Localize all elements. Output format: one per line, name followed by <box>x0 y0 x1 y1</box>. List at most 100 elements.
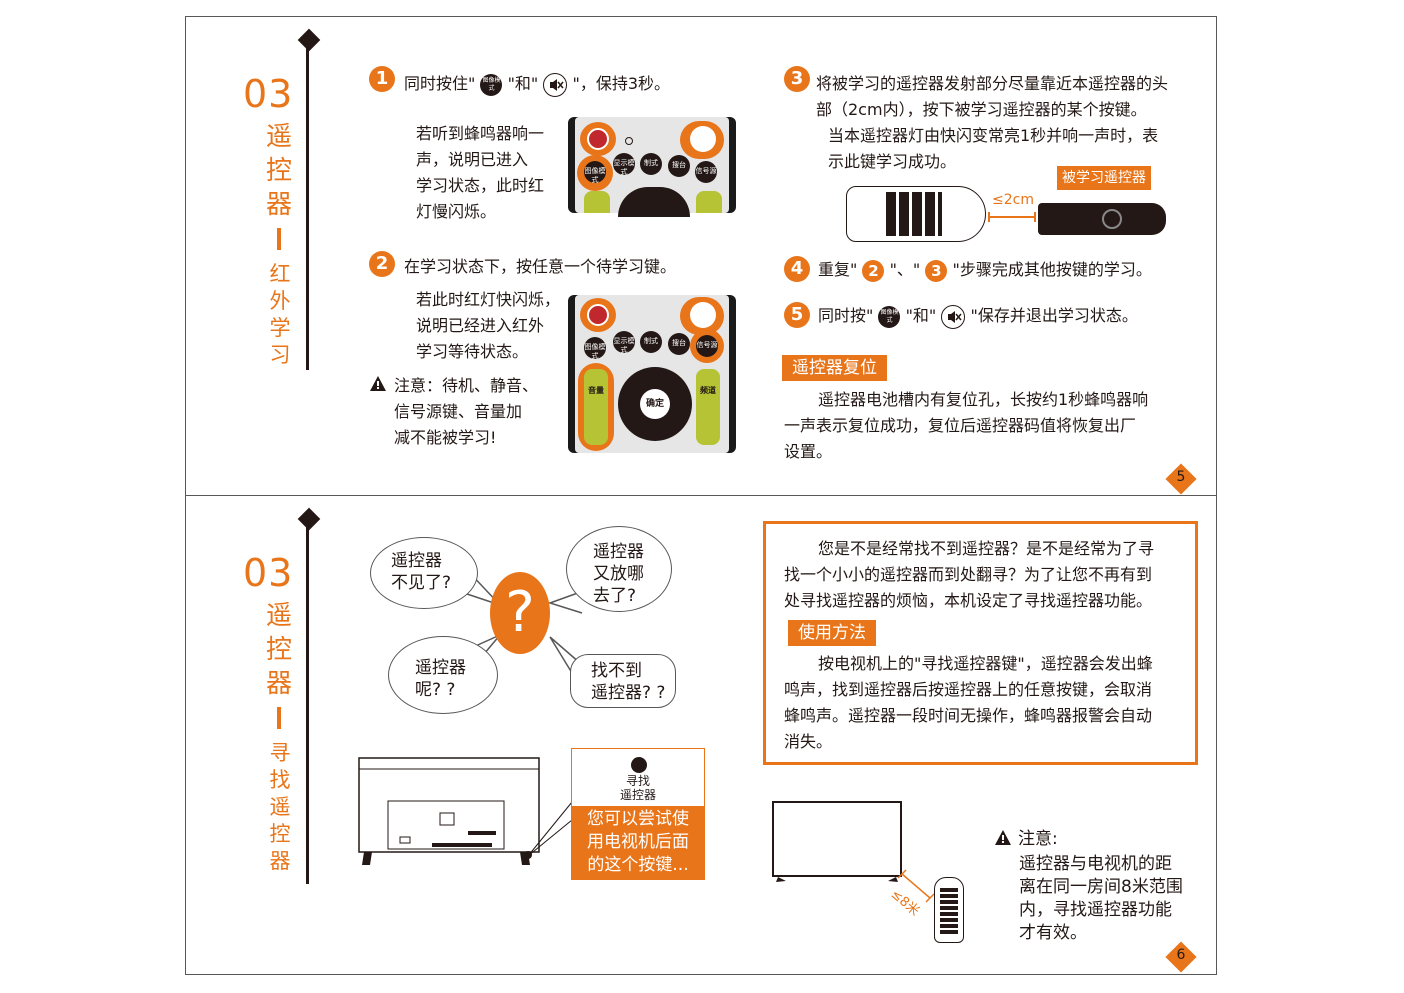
usage-text: 按电视机上的"寻找遥控器键"，遥控器会发出蜂 鸣声，找到遥控器后按遥控器上的任意… <box>784 651 1184 755</box>
source-button: 信号源 <box>695 161 717 183</box>
warning-icon <box>370 376 386 395</box>
section-divider-line <box>306 519 309 884</box>
step-5-text-c: "保存并退出学习状态。 <box>970 306 1138 325</box>
station-button: 搜台 <box>668 155 690 177</box>
step-1-desc-line: 灯慢闪烁。 <box>416 202 497 221</box>
note-2-label: 注意: <box>1018 829 1058 849</box>
speech-bubble: 遥控器 呢? ? <box>388 636 498 714</box>
step-2-badge: 2 <box>369 251 395 277</box>
intro-line: 找一个小小的遥控器而到处翻寻？为了让您不再有到 <box>784 565 1153 584</box>
vol-label: 音量 <box>588 386 604 395</box>
step-1-desc-line: 声，说明已进入 <box>416 150 529 169</box>
note-label: 注意：待机、静音、 <box>394 376 539 395</box>
note-1: 注意：待机、静音、 信号源键、音量加 减不能被学习! <box>394 373 564 451</box>
step-1-text-a: 同时按住" <box>404 74 476 93</box>
step-1-text-c: "，保持3秒。 <box>572 74 671 93</box>
section-subtitle-char: 学 <box>269 316 291 340</box>
learning-remote-keys <box>886 192 942 236</box>
section-subtitle-char: 寻 <box>269 741 291 765</box>
ch-rocker <box>696 369 720 445</box>
callout-text: 您可以尝试使 用电视机后面 的这个按键... <box>572 806 704 879</box>
step-2-desc: 若此时红灯快闪烁， 说明已经进入红外 学习等待状态。 <box>416 287 566 365</box>
picture-mode-icon: 图像模式 <box>878 305 901 328</box>
note-line: 信号源键、音量加 <box>394 402 523 421</box>
vol-up-button <box>584 191 610 213</box>
section-subtitle-char: 控 <box>269 822 291 846</box>
step-1-desc-line: 若听到蜂鸣器响一 <box>416 124 545 143</box>
bubble-line: 呢? ? <box>415 680 456 700</box>
title-separator-bar <box>277 707 281 729</box>
mute-icon <box>941 304 966 329</box>
step-3-line: 部（2cm内），按下被学习遥控器的某个按键。 <box>816 100 1147 119</box>
remote-keypad <box>940 888 958 934</box>
section-subtitle-char: 习 <box>269 343 291 367</box>
mute-button-icon <box>690 126 716 152</box>
find-remote-button-icon <box>631 757 647 773</box>
callout-line: 用电视机后面 <box>587 832 689 852</box>
step-3-text: 将被学习的遥控器发射部分尽量靠近本遥控器的头 部（2cm内），按下被学习遥控器的… <box>816 71 1196 175</box>
section-number: 03 <box>243 551 294 595</box>
power-button-icon <box>587 304 609 326</box>
step-4-text: 重复" 2 "、" 3 "步骤完成其他按键的学习。 <box>818 257 1152 283</box>
usage-title: 使用方法 <box>788 620 876 646</box>
bubble-line: 遥控器 <box>391 551 442 571</box>
step-2-text: 在学习状态下，按任意一个待学习键。 <box>404 257 677 276</box>
button-label-line: 遥控器 <box>619 788 656 802</box>
picture-mode-icon: 图像模式 <box>480 73 503 96</box>
ch-label: 频道 <box>700 386 716 395</box>
format-button: 制式 <box>640 331 662 353</box>
step-4-text-c: "步骤完成其他按键的学习。 <box>952 260 1152 279</box>
learned-remote-label: 被学习遥控器 <box>1057 166 1151 190</box>
section-title-char: 遥 <box>265 122 292 152</box>
section-subtitle-char: 红 <box>269 262 291 286</box>
button-label-line: 寻找 <box>625 774 650 788</box>
step-2-desc-line: 学习等待状态。 <box>416 342 529 361</box>
step-1-badge: 1 <box>369 66 395 92</box>
section-title-char: 遥 <box>265 601 292 631</box>
note-line: 减不能被学习! <box>394 428 497 447</box>
usage-line: 消失。 <box>784 732 833 751</box>
step-1-desc: 若听到蜂鸣器响一 声，说明已进入 学习状态，此时红 灯慢闪烁。 <box>416 121 566 225</box>
bubble-line: 遥控器 <box>593 542 644 562</box>
remote-image-small <box>934 877 964 943</box>
section-title-char: 器 <box>265 669 292 699</box>
picture-mode-button: 图像模式 <box>584 161 606 184</box>
step-2-desc-line: 若此时红灯快闪烁， <box>416 290 561 309</box>
step-5-text-b: "和" <box>905 306 937 325</box>
step-4-text-a: 重复" <box>818 260 858 279</box>
note-line: 内，寻找遥控器功能 <box>1019 900 1172 920</box>
bubble-line: 遥控器 <box>415 658 466 678</box>
distance-arrow <box>988 207 1036 222</box>
callout-line: 的这个按键... <box>587 855 689 875</box>
source-button: 信号源 <box>696 335 718 357</box>
speech-bubble: 遥控器 不见了? <box>370 537 478 609</box>
section-title-char: 控 <box>265 156 292 186</box>
learned-remote-dial <box>1102 209 1122 229</box>
tv-front-image <box>772 801 902 883</box>
remote-image-2: 图像模式 显示模式 制式 搜台 信号源 音量 确定 频道 <box>568 295 736 453</box>
section-title-char: 器 <box>265 190 292 220</box>
page-number: 6 <box>1176 947 1186 963</box>
mute-button-icon <box>690 302 716 328</box>
page-6-panel <box>185 495 1217 975</box>
intro-line: 您是不是经常找不到遥控器？是不是经常为了寻 <box>818 539 1155 558</box>
mute-icon <box>543 72 568 97</box>
intro-text: 您是不是经常找不到遥控器？是不是经常为了寻 找一个小小的遥控器而到处翻寻？为了让… <box>784 536 1184 614</box>
page-5-panel <box>185 16 1217 496</box>
find-remote-button-label: 寻找 遥控器 <box>571 774 705 802</box>
callout-line: 您可以尝试使 <box>587 809 689 829</box>
step-4-text-b: "、" <box>889 260 921 279</box>
distance-label: ≤2cm <box>992 192 1034 208</box>
format-button: 制式 <box>640 153 662 175</box>
speech-bubble: 找不到 遥控器? ? <box>570 654 676 708</box>
remote-image-1: 图像模式 显示模式 制式 搜台 信号源 <box>568 117 736 217</box>
question-icon: ? <box>490 572 550 654</box>
station-button: 搜台 <box>668 333 690 355</box>
step-5-text-a: 同时按" <box>818 306 874 325</box>
section-number: 03 <box>243 72 294 116</box>
bubble-line: 又放哪 <box>593 564 644 584</box>
page-number: 5 <box>1176 469 1186 485</box>
step-1-text-b: "和" <box>507 74 539 93</box>
step-ref-2: 2 <box>862 259 885 282</box>
tv-back-image <box>358 757 540 867</box>
